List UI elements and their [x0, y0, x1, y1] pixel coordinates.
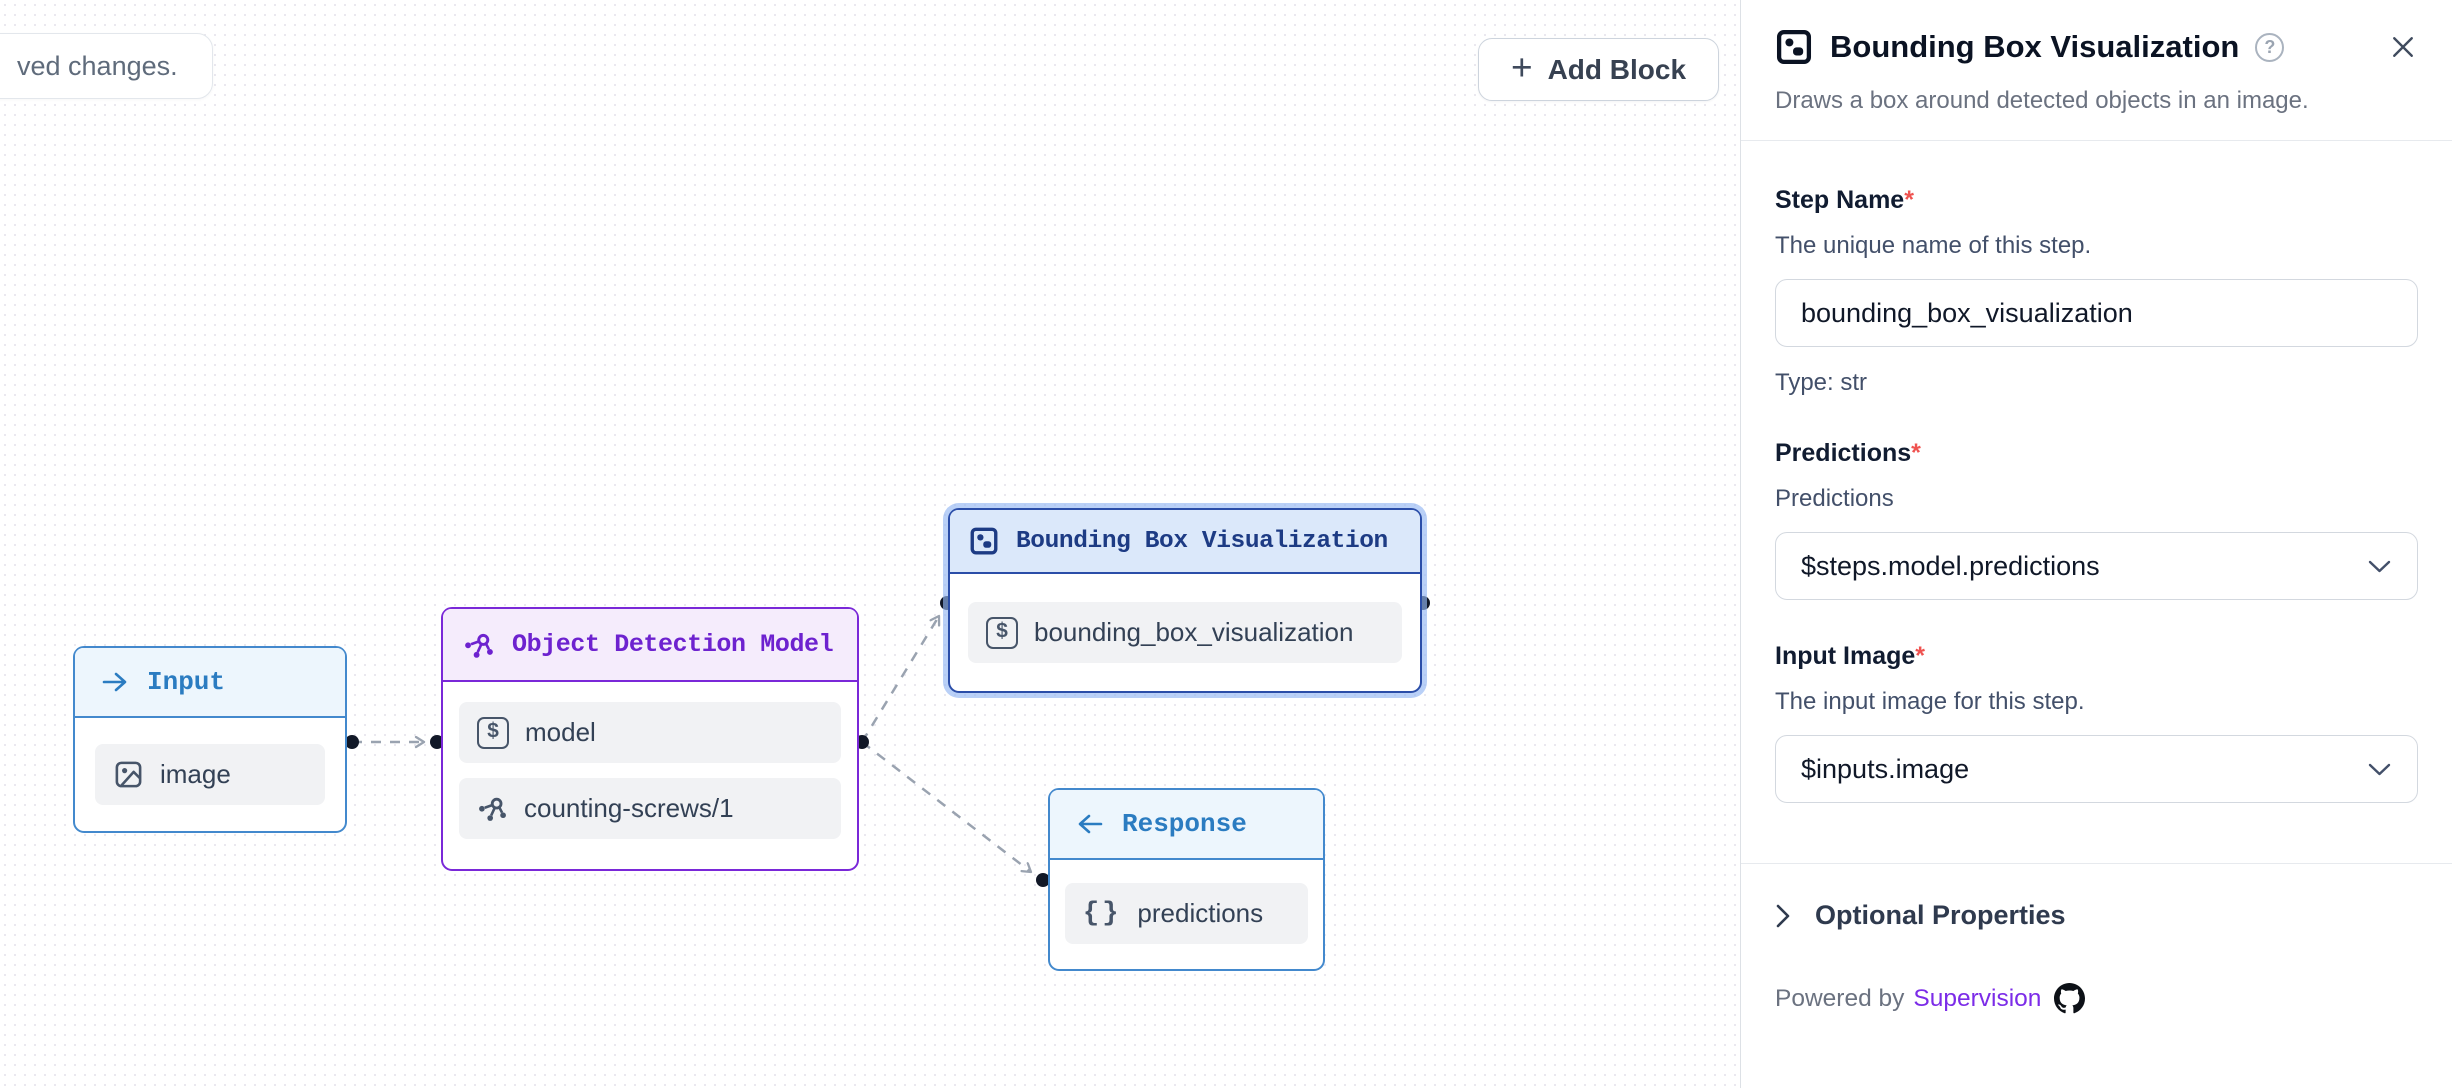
predictions-select-value: $steps.model.predictions [1801, 550, 2100, 581]
node-model-row-model: $ model [459, 702, 841, 763]
supervision-link[interactable]: Supervision [1913, 984, 2042, 1012]
required-mark: * [1915, 642, 1926, 670]
powered-by: Powered by Supervision [1775, 983, 2418, 1014]
string-parameter-icon: $ [986, 616, 1018, 649]
predictions-help: Predictions [1775, 485, 1894, 512]
model-icon [479, 797, 506, 821]
image-icon [115, 761, 142, 788]
node-input-row-image: image [95, 744, 325, 805]
node-response[interactable]: Response {} predictions [1048, 788, 1325, 971]
add-block-label: Add Block [1547, 53, 1687, 85]
node-model-header: Object Detection Model [443, 609, 857, 682]
step-name-type-hint: Type: str [1775, 369, 1868, 396]
github-icon[interactable] [2054, 983, 2086, 1014]
field-group-predictions: Predictions* Predictions $steps.model.pr… [1775, 439, 2418, 600]
edge-model-to-viz [860, 616, 939, 743]
input-image-help: The input image for this step. [1775, 688, 2085, 715]
node-model-title: Object Detection Model [512, 630, 834, 659]
predictions-label: Predictions* [1775, 439, 1921, 467]
chevron-down-icon [2368, 560, 2391, 572]
node-input[interactable]: Input image [73, 646, 347, 833]
field-group-step-name: Step Name* The unique name of this step.… [1775, 186, 2418, 397]
model-icon [465, 633, 493, 658]
node-bounding-box-visualization[interactable]: Bounding Box Visualization $ bounding_bo… [948, 508, 1422, 693]
panel-title: Bounding Box Visualization [1830, 29, 2240, 64]
input-image-select-value: $inputs.image [1801, 753, 1970, 784]
close-icon[interactable] [2388, 32, 2418, 62]
panel-header: Bounding Box Visualization ? [1775, 28, 2418, 66]
add-block-button[interactable]: + Add Block [1478, 38, 1719, 101]
row-label: model [525, 717, 596, 747]
row-label: bounding_box_visualization [1034, 617, 1354, 647]
required-mark: * [1911, 439, 1921, 467]
connection-handle[interactable] [345, 735, 359, 749]
string-parameter-icon: $ [477, 716, 509, 749]
edge-model-to-response [861, 741, 1031, 872]
plus-icon: + [1510, 47, 1533, 88]
step-name-input[interactable] [1775, 279, 2418, 347]
predictions-select[interactable]: $steps.model.predictions [1775, 532, 2418, 600]
help-icon[interactable]: ? [2255, 32, 2285, 62]
node-response-row-predictions: {} predictions [1065, 883, 1308, 944]
node-input-header: Input [75, 648, 345, 718]
required-mark: * [1904, 186, 1914, 214]
edges-layer [345, 596, 1430, 887]
node-object-detection-model[interactable]: Object Detection Model $ model counting-… [441, 607, 859, 871]
arrow-right-icon [102, 672, 127, 692]
arrow-left-icon [1078, 814, 1103, 834]
node-viz-title: Bounding Box Visualization [1016, 527, 1388, 555]
chevron-down-icon [2368, 763, 2391, 775]
panel-description: Draws a box around detected objects in a… [1775, 87, 2309, 114]
row-label: image [160, 759, 231, 789]
divider [1741, 863, 2452, 864]
optional-properties-toggle[interactable]: Optional Properties [1775, 900, 2418, 931]
workflow-canvas[interactable]: ved changes. + Add Block Input image [0, 0, 1740, 1088]
chevron-right-icon [1776, 904, 1790, 927]
node-model-row-counting-screws: counting-screws/1 [459, 778, 841, 839]
powered-by-text: Powered by [1775, 984, 1905, 1012]
field-group-input-image: Input Image* The input image for this st… [1775, 642, 2418, 803]
input-image-select[interactable]: $inputs.image [1775, 735, 2418, 803]
braces-icon: {} [1083, 898, 1122, 929]
node-viz-row: $ bounding_box_visualization [968, 602, 1402, 663]
toast-text: ved changes. [17, 50, 178, 81]
optional-properties-label: Optional Properties [1815, 900, 2066, 930]
bounding-box-icon [1776, 29, 1812, 65]
node-response-title: Response [1122, 809, 1247, 839]
divider [1741, 140, 2452, 141]
node-response-header: Response [1050, 790, 1323, 860]
node-viz-header: Bounding Box Visualization [950, 510, 1420, 574]
step-name-help: The unique name of this step. [1775, 232, 2092, 259]
bounding-box-icon [970, 527, 998, 555]
input-image-label: Input Image* [1775, 642, 1926, 670]
row-label: predictions [1137, 898, 1264, 928]
properties-panel: Bounding Box Visualization ? Draws a box… [1740, 0, 2452, 1088]
unsaved-changes-toast: ved changes. [0, 33, 213, 99]
row-label: counting-screws/1 [524, 793, 734, 823]
node-input-title: Input [147, 667, 226, 697]
step-name-label: Step Name* [1775, 186, 1914, 214]
